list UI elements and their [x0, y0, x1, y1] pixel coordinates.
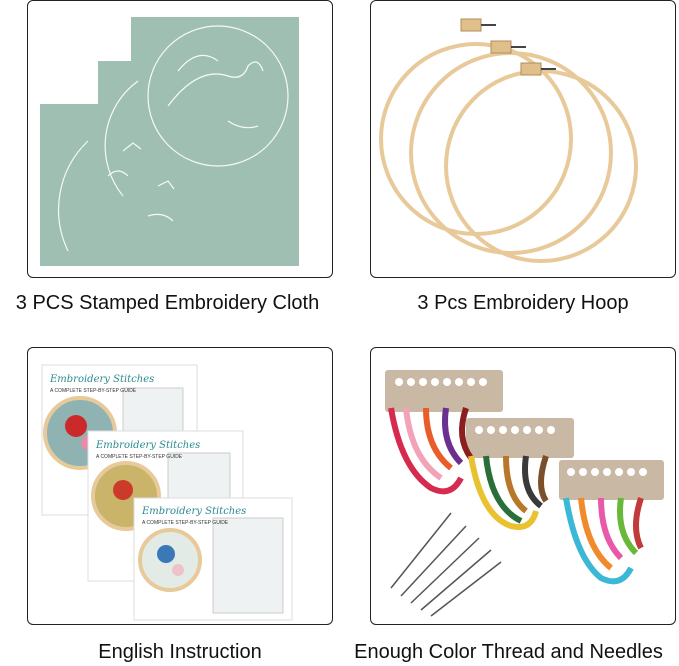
bird-outline — [167, 61, 264, 107]
stamp-circle-back — [58, 140, 89, 252]
caption-hoop: 3 Pcs Embroidery Hoop — [417, 292, 629, 314]
caption-thread: Enough Color Thread and Needles — [354, 641, 663, 663]
thread-card-2 — [466, 418, 574, 458]
flower-branch — [177, 54, 259, 129]
guide-title-3: Embroidery Stitches — [141, 506, 246, 517]
stamp-detail-middle — [107, 142, 142, 177]
hoop-3-clasp — [520, 62, 542, 76]
threads-needles-illustration — [385, 370, 664, 617]
hoop-2 — [409, 51, 613, 255]
hoop-2-clasp — [490, 40, 512, 54]
needles — [390, 512, 502, 617]
guide-sheet-3 — [133, 497, 293, 621]
guide-subtitle-3: A COMPLETE STEP-BY-STEP GUIDE — [142, 520, 229, 526]
stamped-cloth-illustration — [40, 17, 299, 266]
thread-card-1 — [385, 370, 503, 412]
guide-title-2: Embroidery Stitches — [95, 440, 200, 451]
cloth-sheet-front-ext — [200, 182, 299, 266]
instruction-guides-illustration: Embroidery Stitches A COMPLETE STEP-BY-S… — [41, 364, 293, 621]
thread-card-3 — [559, 460, 664, 500]
thread-bundle-3 — [563, 497, 644, 585]
hoop-3 — [444, 69, 638, 263]
stamp-circle-middle — [104, 80, 139, 197]
instruction-panel: Embroidery Stitches A COMPLETE STEP-BY-S… — [27, 347, 333, 625]
cloth-panel — [27, 0, 333, 278]
guide-subtitle-1: A COMPLETE STEP-BY-STEP GUIDE — [50, 388, 137, 394]
embroidery-hoops-illustration — [379, 18, 638, 263]
caption-cloth: 3 PCS Stamped Embroidery Cloth — [15, 292, 320, 314]
caption-instruction: English Instruction — [98, 641, 262, 663]
hoop-1-clasp — [460, 18, 482, 32]
guide-title-1: Embroidery Stitches — [49, 374, 154, 385]
guide-subtitle-2: A COMPLETE STEP-BY-STEP GUIDE — [96, 454, 183, 460]
cloth-sheet-front — [131, 17, 299, 182]
thread-bundle-2 — [468, 455, 549, 530]
thread-bundle-1 — [388, 407, 474, 495]
stamp-circle-front — [147, 25, 289, 167]
stamp-detail-small — [147, 180, 175, 222]
thread-panel — [370, 347, 676, 625]
hoop-panel — [370, 0, 676, 278]
